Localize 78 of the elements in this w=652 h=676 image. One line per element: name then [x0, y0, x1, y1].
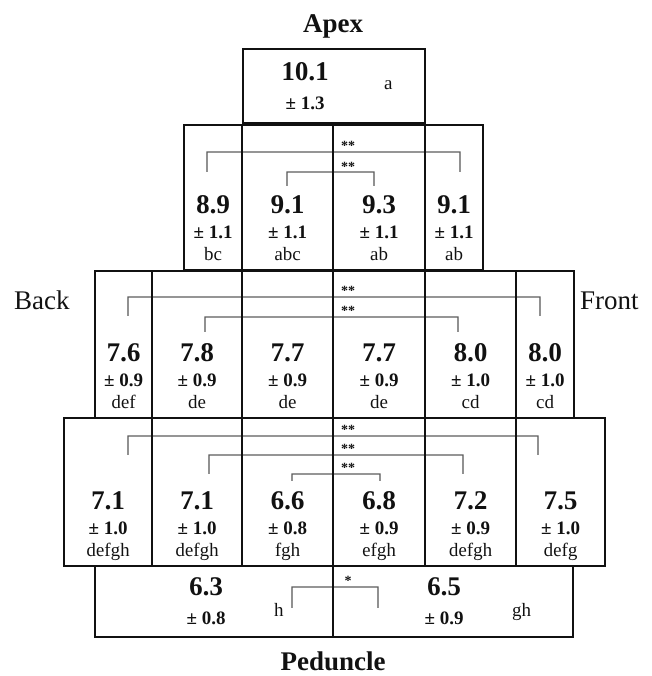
significance-letters: cd: [535, 393, 555, 412]
significance-letters: de: [278, 393, 298, 412]
significance-marker: **: [341, 424, 355, 438]
standard-deviation: ± 0.9: [358, 371, 400, 390]
significance-marker: **: [341, 285, 355, 299]
significance-letters: cd: [460, 393, 480, 412]
significance-marker: *: [344, 575, 352, 589]
mean-value: 9.1: [270, 191, 306, 218]
significance-letters: defgh: [174, 541, 220, 560]
significance-letters: fgh: [274, 541, 302, 560]
significance-letters: de: [187, 393, 207, 412]
mean-value: 9.3: [361, 191, 397, 218]
mean-value: 6.6: [270, 487, 306, 514]
standard-deviation: ± 1.1: [434, 223, 474, 242]
significance-marker: **: [341, 443, 355, 457]
mean-value: 6.8: [361, 487, 397, 514]
table-cell: [332, 124, 426, 271]
table-cell: [94, 270, 153, 419]
standard-deviation: ± 1.3: [284, 94, 326, 113]
significance-letters: bc: [203, 245, 223, 264]
standard-deviation: ± 0.9: [358, 519, 400, 538]
significance-letters: ab: [444, 245, 464, 264]
significance-letters: def: [110, 393, 137, 412]
mean-value: 8.0: [452, 339, 488, 366]
mean-value: 8.9: [195, 191, 231, 218]
position-label: Front: [580, 287, 639, 314]
mean-value: 10.1: [280, 58, 330, 85]
mean-value: 6.3: [188, 573, 224, 600]
standard-deviation: ± 0.9: [267, 371, 308, 390]
standard-deviation: ± 1.0: [540, 519, 581, 538]
table-cell: [242, 48, 426, 124]
position-label: Back: [14, 287, 70, 314]
significance-marker: **: [341, 305, 355, 319]
standard-deviation: ± 1.1: [267, 223, 308, 242]
table-cell: [241, 124, 334, 271]
position-label: Peduncle: [280, 648, 386, 675]
mean-value: 7.1: [90, 487, 126, 514]
significance-letters: abc: [273, 245, 302, 264]
standard-deviation: ± 0.9: [424, 609, 464, 628]
standard-deviation: ± 0.8: [186, 609, 226, 628]
table-cell: [183, 124, 243, 271]
table-cell: [332, 565, 574, 638]
mean-value: 7.1: [179, 487, 215, 514]
significance-letters: defgh: [85, 541, 131, 560]
standard-deviation: ± 1.0: [450, 371, 491, 390]
mean-value: 8.0: [527, 339, 563, 366]
significance-letters: de: [369, 393, 389, 412]
significance-marker: **: [341, 140, 355, 154]
significance-marker: **: [341, 161, 355, 175]
standard-deviation: ± 0.9: [450, 519, 491, 538]
mean-value: 6.5: [426, 573, 462, 600]
table-cell: [94, 565, 334, 638]
standard-deviation: ± 0.9: [176, 371, 218, 390]
standard-deviation: ± 1.0: [88, 519, 128, 538]
standard-deviation: ± 0.9: [103, 371, 144, 390]
significance-letters: gh: [512, 601, 531, 620]
mean-value: 7.7: [361, 339, 397, 366]
table-cell: [515, 270, 575, 419]
standard-deviation: ± 1.1: [358, 223, 400, 242]
standard-deviation: ± 1.0: [176, 519, 218, 538]
mean-value: 7.7: [270, 339, 306, 366]
table-cell: [424, 124, 484, 271]
significance-letters: defg: [542, 541, 578, 560]
mean-value: 7.2: [452, 487, 488, 514]
standard-deviation: ± 0.8: [267, 519, 308, 538]
significance-letters: a: [384, 74, 392, 93]
standard-deviation: ± 1.1: [192, 223, 234, 242]
significance-letters: ab: [369, 245, 389, 264]
significance-letters: efgh: [361, 541, 397, 560]
mean-value: 7.5: [542, 487, 578, 514]
significance-letters: defgh: [448, 541, 494, 560]
mean-value: 7.8: [179, 339, 215, 366]
significance-letters: h: [274, 601, 284, 620]
mean-value: 7.6: [106, 339, 142, 366]
position-label: Apex: [303, 10, 363, 37]
significance-marker: **: [341, 462, 355, 476]
mean-value: 9.1: [436, 191, 472, 218]
standard-deviation: ± 1.0: [524, 371, 566, 390]
